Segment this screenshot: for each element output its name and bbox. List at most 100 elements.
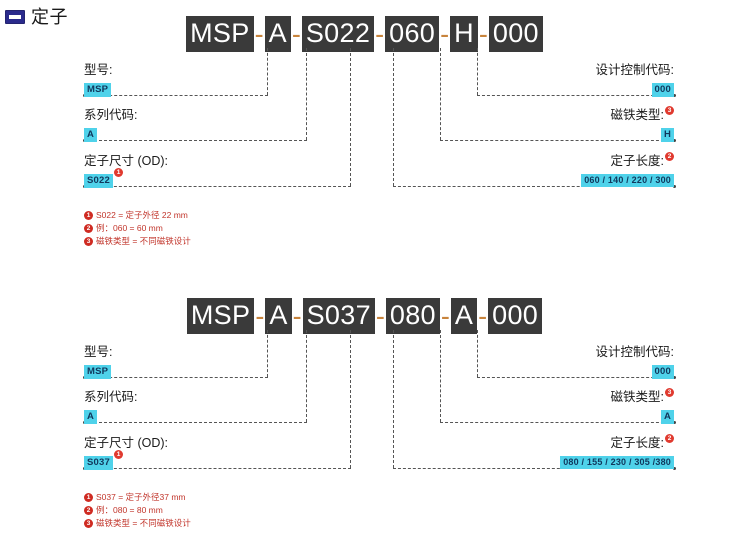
leader-line-magnet <box>440 48 441 140</box>
callout-label-text: 定子长度: <box>610 436 664 451</box>
leader-line-control <box>477 330 478 377</box>
code-segment-model[interactable]: MSP <box>186 16 254 52</box>
callout-value: MSP <box>84 82 112 97</box>
leader-line-length <box>393 186 674 187</box>
footnote-item: 1 S022 = 定子外径 22 mm <box>84 210 191 220</box>
callout-series: 系列代码: A <box>84 390 137 424</box>
callout-label-text: 定子长度: <box>610 154 664 169</box>
leader-line-length <box>393 468 674 469</box>
footnote-text: 例：060 = 60 mm <box>96 223 163 234</box>
callout-label: 系列代码: <box>84 108 138 122</box>
footnote-number: 3 <box>84 236 93 246</box>
callout-label: 定子尺寸 (OD): <box>84 436 169 450</box>
leader-line-series <box>84 422 307 423</box>
footnote-item: 3 磁铁类型 = 不同磁铁设计 <box>84 236 191 246</box>
leader-line-series <box>306 48 307 140</box>
leader-line-series <box>306 330 307 422</box>
leader-line-magnet <box>440 140 674 141</box>
callout-magnet: 磁铁类型:3 H <box>610 106 674 142</box>
code-separator: - <box>440 18 450 49</box>
footnote-marker: 3 <box>665 388 674 397</box>
code-segment-size[interactable]: S022 <box>301 16 375 52</box>
code-segment-length[interactable]: 080 <box>385 298 440 334</box>
code-separator: - <box>375 18 385 49</box>
leader-endpoint <box>673 94 676 97</box>
footnote-text: 磁铁类型 = 不同磁铁设计 <box>96 236 191 247</box>
leader-endpoint <box>673 421 676 424</box>
callout-label: 系列代码: <box>84 390 138 404</box>
footnote-item: 1 S037 = 定子外径37 mm <box>84 492 191 502</box>
window-bar-icon <box>5 10 25 24</box>
leader-line-magnet <box>440 330 441 422</box>
code-separator: - <box>478 300 488 331</box>
leader-line-length <box>393 48 394 186</box>
footnote-text: S037 = 定子外径37 mm <box>96 492 186 502</box>
code-segment-magnet[interactable]: H <box>450 16 478 52</box>
code-separator: - <box>440 300 450 331</box>
footnote-item: 2 例：060 = 60 mm <box>84 223 191 233</box>
leader-line-magnet <box>440 422 674 423</box>
footnote-list: 1 S022 = 定子外径 22 mm 2 例：060 = 60 mm 3 磁铁… <box>84 210 191 250</box>
callout-value: 060 / 140 / 220 / 300 <box>581 173 674 188</box>
footnote-marker: 3 <box>665 106 674 115</box>
callout-value: 000 <box>651 82 674 97</box>
footnote-text: 磁铁类型 = 不同磁铁设计 <box>96 518 191 529</box>
footnote-number: 1 <box>84 492 93 502</box>
code-segment-length[interactable]: 060 <box>385 16 440 52</box>
code-segment-model[interactable]: MSP <box>186 298 255 334</box>
code-segment-control[interactable]: 000 <box>488 16 543 52</box>
callout-value: A <box>84 127 98 142</box>
footnote-list: 1 S037 = 定子外径37 mm 2 例：080 = 80 mm 3 磁铁类… <box>84 492 191 532</box>
callout-size: 定子尺寸 (OD): S0371 <box>84 436 168 470</box>
footnote-marker: 1 <box>114 450 123 460</box>
callout-label: 设计控制代码: <box>595 345 674 359</box>
footnote-marker: 2 <box>665 152 674 161</box>
callout-control: 设计控制代码: 000 <box>596 63 674 97</box>
callout-length: 定子长度:2 080 / 155 / 230 / 305 /380 <box>560 434 674 470</box>
footnote-number: 1 <box>84 210 93 220</box>
leader-line-control <box>477 48 478 95</box>
code-separator: - <box>254 18 264 49</box>
callout-label: 磁铁类型:3 <box>611 388 674 406</box>
code-separator: - <box>255 300 265 331</box>
leader-line-control <box>477 377 674 378</box>
footnote-number: 2 <box>84 505 93 515</box>
code-separator: - <box>478 18 488 49</box>
callout-label-text: 磁铁类型: <box>610 108 664 123</box>
code-segment-size[interactable]: S037 <box>302 298 375 334</box>
footnote-number: 3 <box>84 518 93 528</box>
code-string-1: MSP - A - S022 - 060 - H - 000 <box>0 16 729 52</box>
footnote-text: 例：080 = 80 mm <box>96 505 163 516</box>
part-number-diagram-1: MSP - A - S022 - 060 - H - 000 <box>0 8 729 258</box>
leader-endpoint <box>673 467 676 470</box>
callout-label: 型号: <box>84 345 113 359</box>
code-segment-magnet[interactable]: A <box>450 298 478 334</box>
callout-model: 型号: MSP <box>84 345 112 379</box>
callout-label: 定子尺寸 (OD): <box>84 154 169 168</box>
callout-value: A <box>84 409 98 424</box>
callout-value: MSP <box>84 364 112 379</box>
leader-line-model <box>267 330 268 377</box>
code-separator: - <box>375 300 385 331</box>
leader-line-length <box>393 330 394 468</box>
leader-endpoint <box>673 139 676 142</box>
callout-value: S037 <box>84 455 113 470</box>
code-separator: - <box>291 18 301 49</box>
code-segment-series[interactable]: A <box>265 298 292 334</box>
leader-line-model <box>84 95 268 96</box>
footnote-marker: 2 <box>665 434 674 443</box>
leader-line-size <box>350 330 351 468</box>
code-segment-control[interactable]: 000 <box>488 298 543 334</box>
footnote-item: 2 例：080 = 80 mm <box>84 505 191 515</box>
leader-line-size <box>84 186 351 187</box>
footnote-text: S022 = 定子外径 22 mm <box>96 210 188 220</box>
leader-line-series <box>84 140 307 141</box>
callout-label: 定子长度:2 <box>560 434 674 452</box>
footnote-number: 2 <box>84 223 93 233</box>
code-separator: - <box>292 300 302 331</box>
code-segment-series[interactable]: A <box>264 16 291 52</box>
callout-value: 080 / 155 / 230 / 305 /380 <box>560 455 674 470</box>
page-header: 定子 <box>5 8 68 26</box>
callout-value: A <box>660 409 674 424</box>
